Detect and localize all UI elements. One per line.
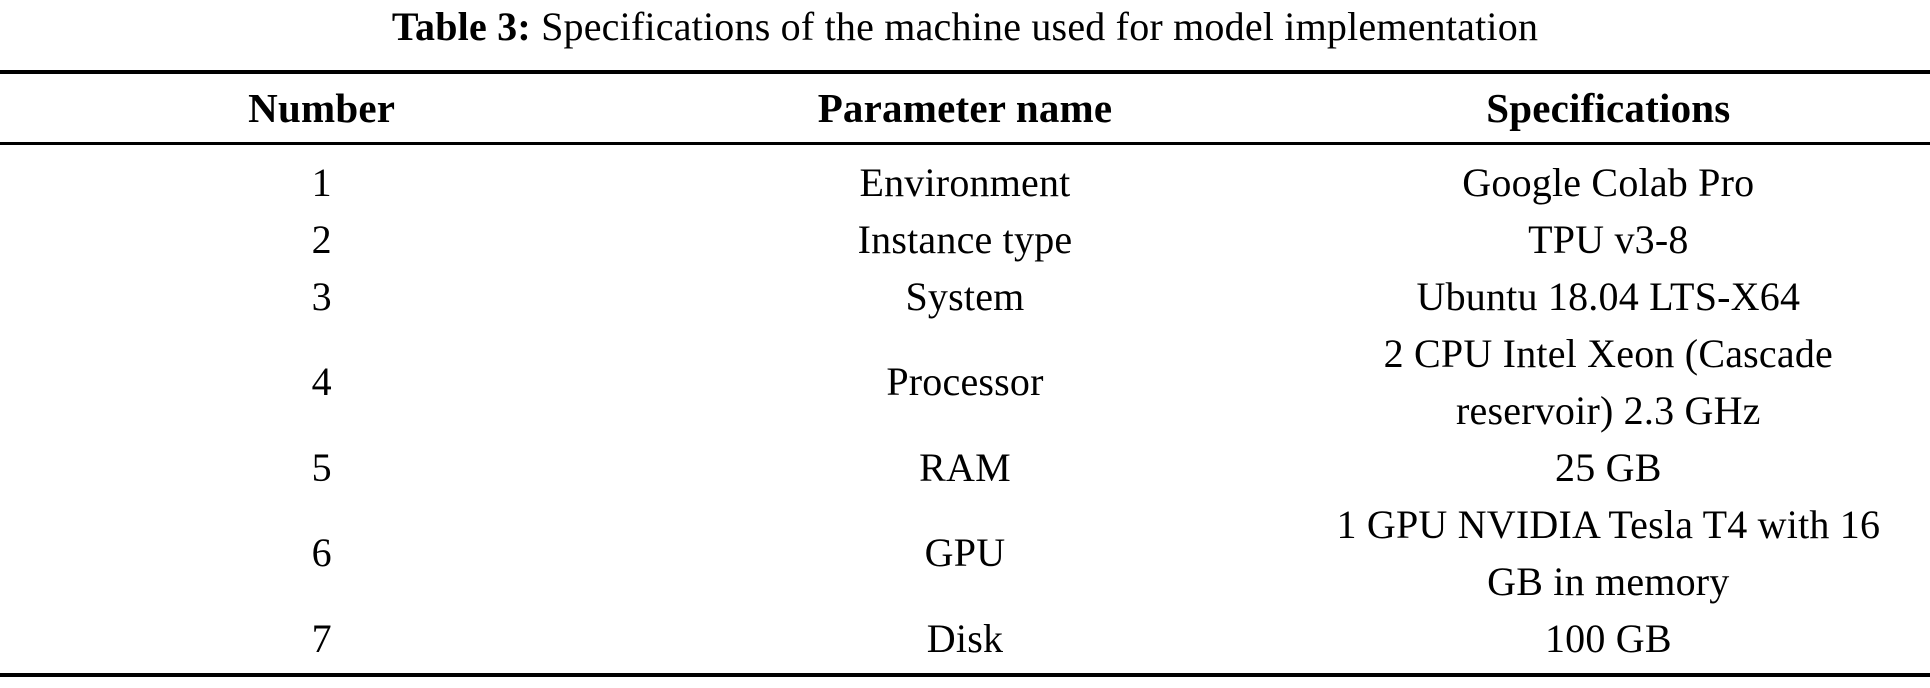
cell-parameter: Instance type [857, 216, 1073, 262]
cell-parameter: Processor [886, 359, 1044, 404]
cell-specification: Ubuntu 18.04 LTS-X64 [1416, 273, 1801, 319]
cell-specification: 25 GB [1555, 444, 1662, 490]
cell-specification: Google Colab Pro [1462, 159, 1755, 205]
specifications-table: Number Parameter name Specifications 1 E… [0, 70, 1930, 677]
header-number: Number [248, 84, 396, 131]
cell-parameter: Disk [926, 615, 1004, 661]
table-row: 3 System Ubuntu 18.04 LTS-X64 [0, 268, 1930, 325]
cell-number: 5 [311, 444, 332, 490]
cell-specification: 2 CPU Intel Xeon (Cascade reservoir) 2.3… [1383, 330, 1833, 433]
cell-specification: 100 GB [1544, 615, 1672, 661]
header-parameter-name: Parameter name [817, 84, 1113, 131]
table-row: 5 RAM 25 GB [0, 439, 1930, 496]
cell-number: 4 [311, 359, 332, 404]
cell-number: 2 [311, 216, 332, 262]
table-row: 2 Instance type TPU v3-8 [0, 211, 1930, 268]
table-row: 4 Processor 2 CPU Intel Xeon (Cascade re… [0, 325, 1930, 439]
cell-parameter: RAM [919, 444, 1011, 490]
table-row: 1 Environment Google Colab Pro [0, 143, 1930, 211]
cell-specification: TPU v3-8 [1528, 216, 1689, 262]
cell-parameter: Environment [859, 159, 1071, 205]
table-row: 7 Disk 100 GB [0, 610, 1930, 675]
cell-number: 7 [311, 615, 332, 661]
table-row: 6 GPU 1 GPU NVIDIA Tesla T4 with 16 GB i… [0, 496, 1930, 610]
table-caption: Table 3: Specifications of the machine u… [0, 0, 1930, 70]
cell-number: 6 [311, 530, 332, 575]
cell-number: 1 [311, 159, 332, 205]
table-body: 1 Environment Google Colab Pro 2 Instanc… [0, 143, 1930, 675]
cell-specification: 1 GPU NVIDIA Tesla T4 with 16 GB in memo… [1336, 501, 1881, 604]
header-specifications: Specifications [1486, 84, 1731, 131]
cell-parameter: System [905, 273, 1025, 319]
cell-parameter: GPU [924, 530, 1006, 575]
table-caption-label: Table 3: [391, 4, 531, 49]
table-header: Number Parameter name Specifications [0, 72, 1930, 143]
cell-number: 3 [311, 273, 332, 319]
header-row: Number Parameter name Specifications [0, 72, 1930, 143]
table-caption-text: Specifications of the machine used for m… [530, 4, 1539, 49]
